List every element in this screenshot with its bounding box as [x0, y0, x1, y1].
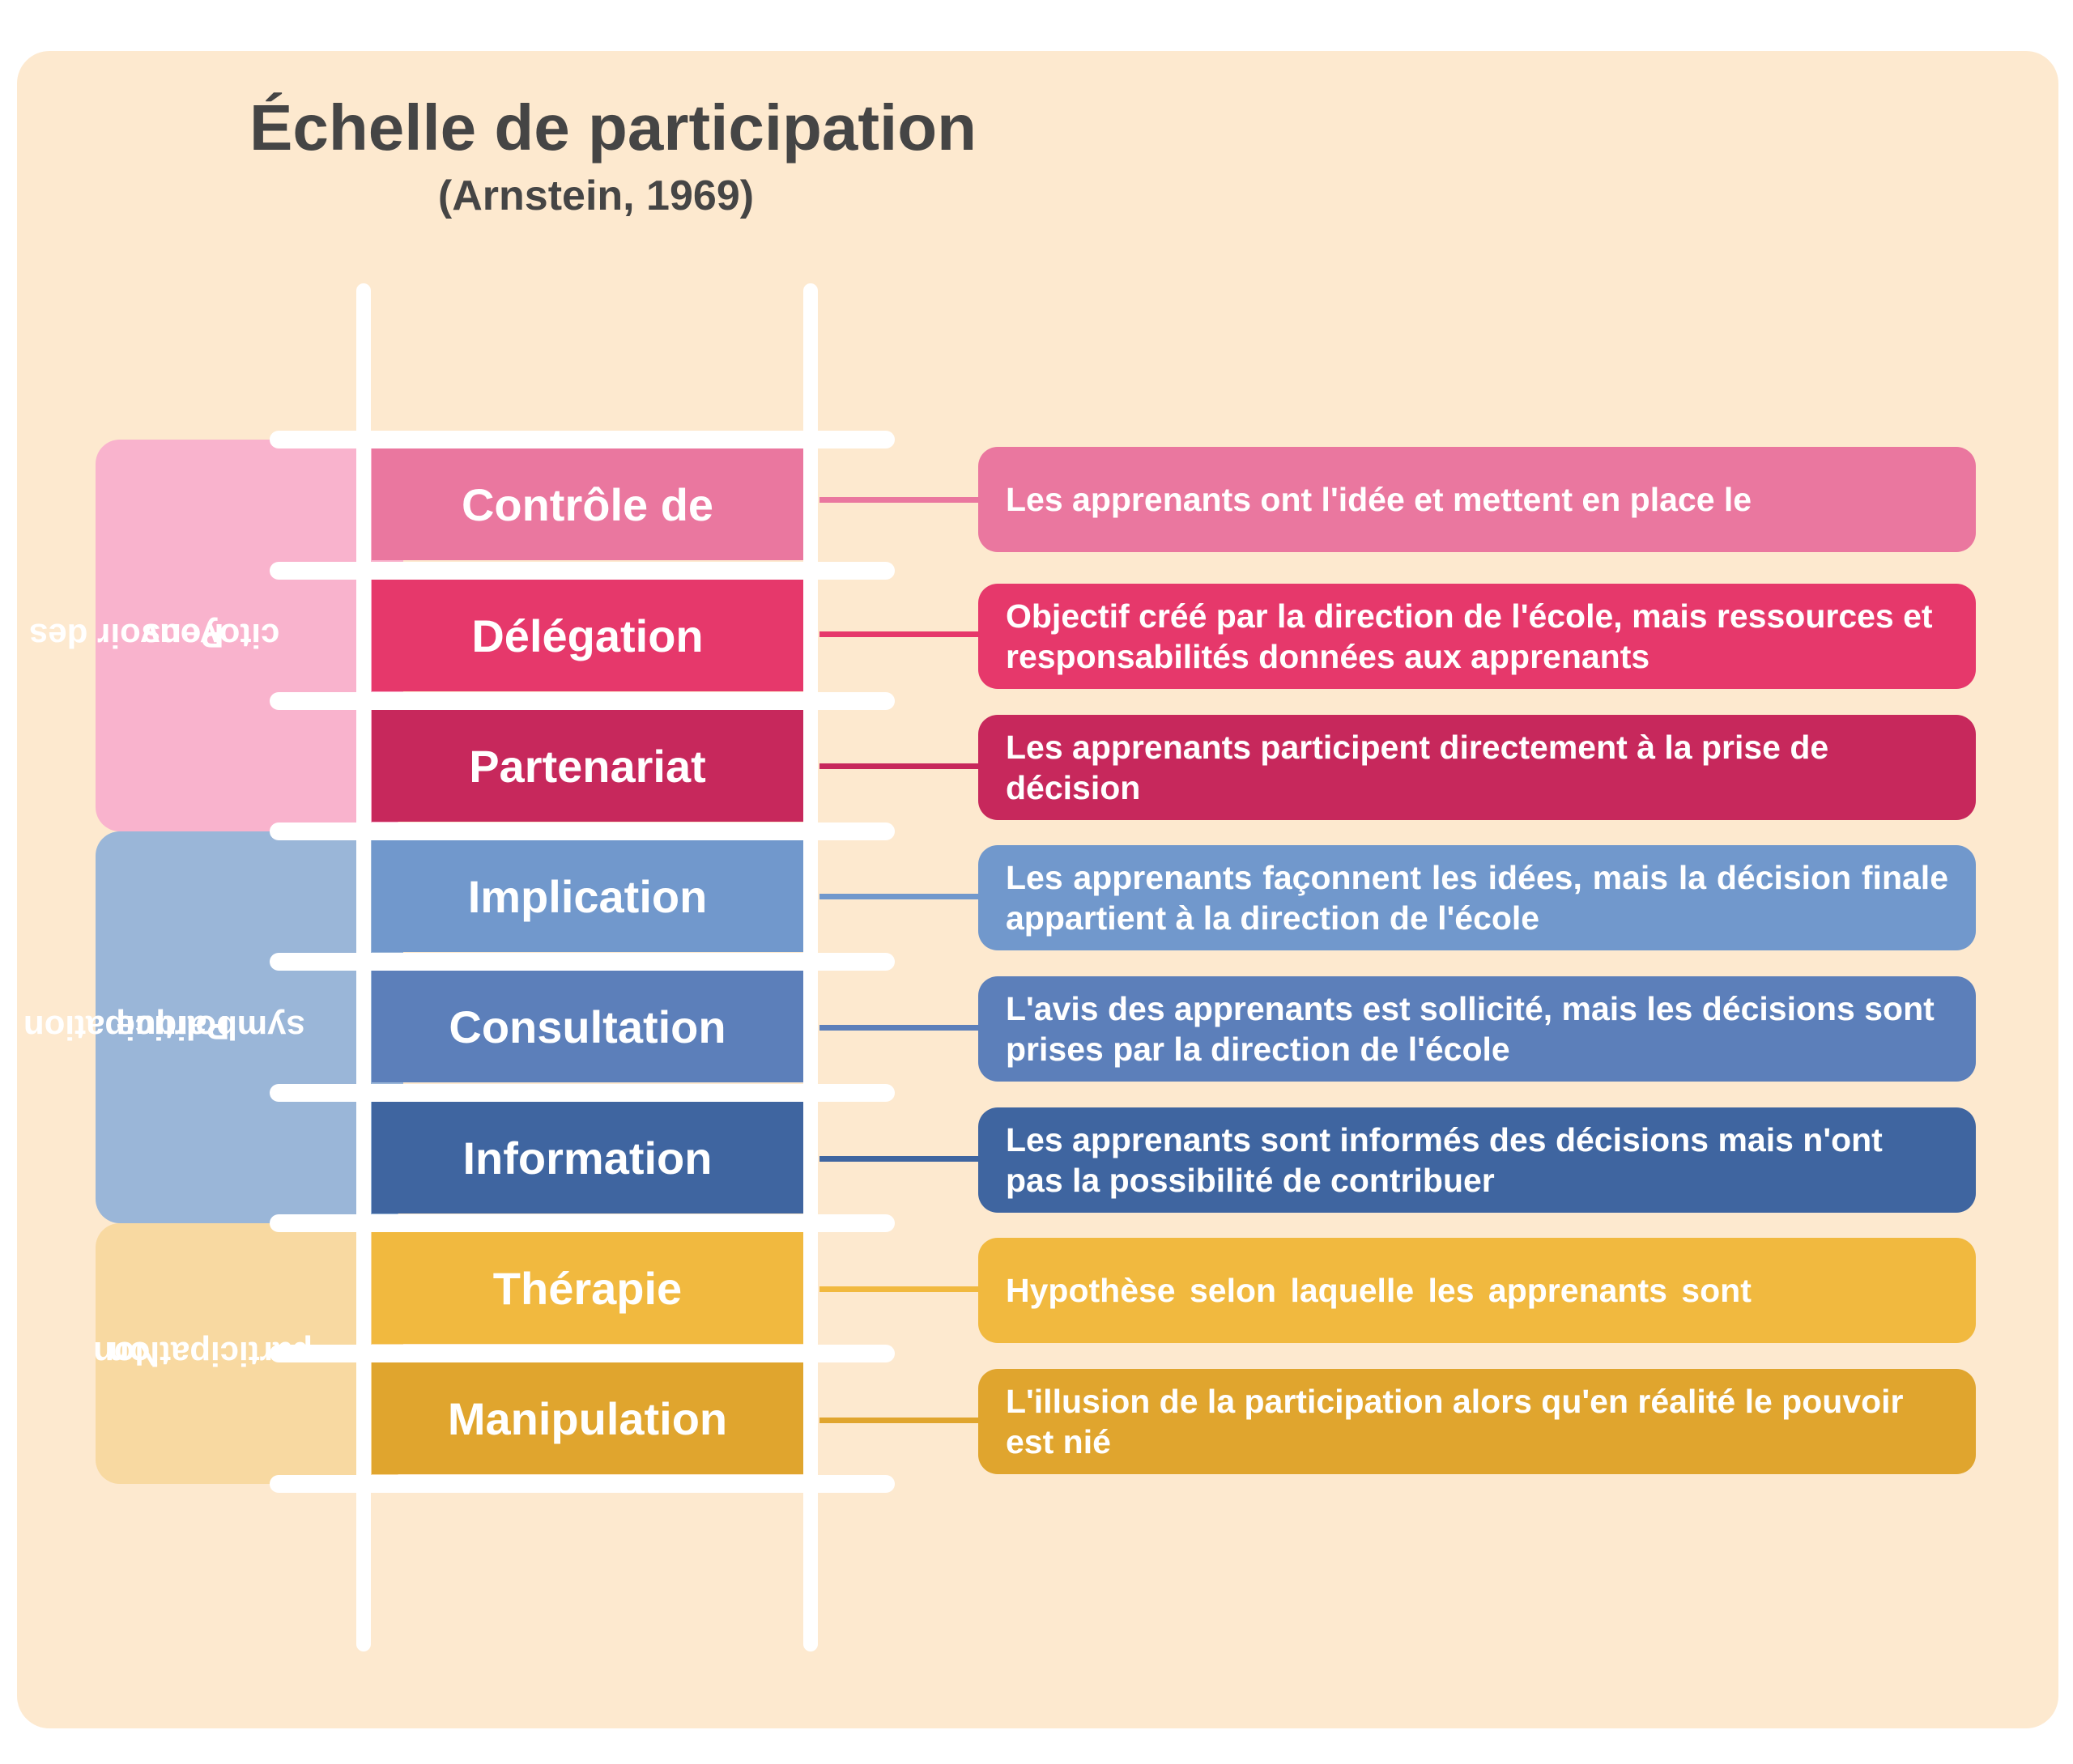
ladder-rung	[270, 1345, 895, 1362]
connector-line	[819, 894, 980, 899]
ladder-step-therapy: Thérapie	[372, 1232, 803, 1344]
ladder-rung	[270, 1475, 895, 1493]
ladder-step-manipulation: Manipulation	[372, 1362, 803, 1474]
description-informing: Les apprenants sont informés des décisio…	[978, 1107, 1976, 1213]
description-consultation: L'avis des apprenants est sollicité, mai…	[978, 976, 1976, 1082]
ladder-rung	[270, 692, 895, 710]
diagram-title: Échelle de participation	[249, 91, 977, 164]
ladder-rung	[270, 431, 895, 448]
ladder-step-partnership: Partenariat	[372, 710, 803, 822]
description-therapy: Hypothèse selon laquelle les apprenants …	[978, 1238, 1976, 1343]
group-tokenism	[96, 831, 403, 1223]
ladder-step-placation: Implication	[372, 840, 803, 952]
connector-line	[819, 763, 980, 769]
group-citizen-power	[96, 440, 403, 831]
connector-line	[819, 1286, 980, 1292]
connector-line	[819, 1418, 980, 1423]
description-citizen-control: Les apprenants ont l'idée et mettent en …	[978, 447, 1976, 552]
connector-line	[819, 631, 980, 637]
diagram-subtitle: (Arnstein, 1969)	[437, 172, 755, 219]
ladder-step-informing: Information	[372, 1102, 803, 1214]
description-placation: Les apprenants façonnent les idées, mais…	[978, 845, 1976, 950]
ladder-rung	[270, 1084, 895, 1102]
ladder-step-consultation: Consultation	[372, 971, 803, 1082]
connector-line	[819, 497, 980, 503]
connector-line	[819, 1156, 980, 1162]
ladder-rung	[270, 822, 895, 840]
ladder-rung	[270, 562, 895, 580]
ladder-step-citizen-control: Contrôle de	[372, 448, 803, 560]
description-manipulation: L'illusion de la participation alors qu'…	[978, 1369, 1976, 1474]
ladder-step-delegation: Délégation	[372, 580, 803, 691]
ladder-rung	[270, 953, 895, 971]
description-delegation: Objectif créé par la direction de l'écol…	[978, 584, 1976, 689]
description-partnership: Les apprenants participent directement à…	[978, 715, 1976, 820]
ladder-rung	[270, 1214, 895, 1232]
connector-line	[819, 1025, 980, 1031]
